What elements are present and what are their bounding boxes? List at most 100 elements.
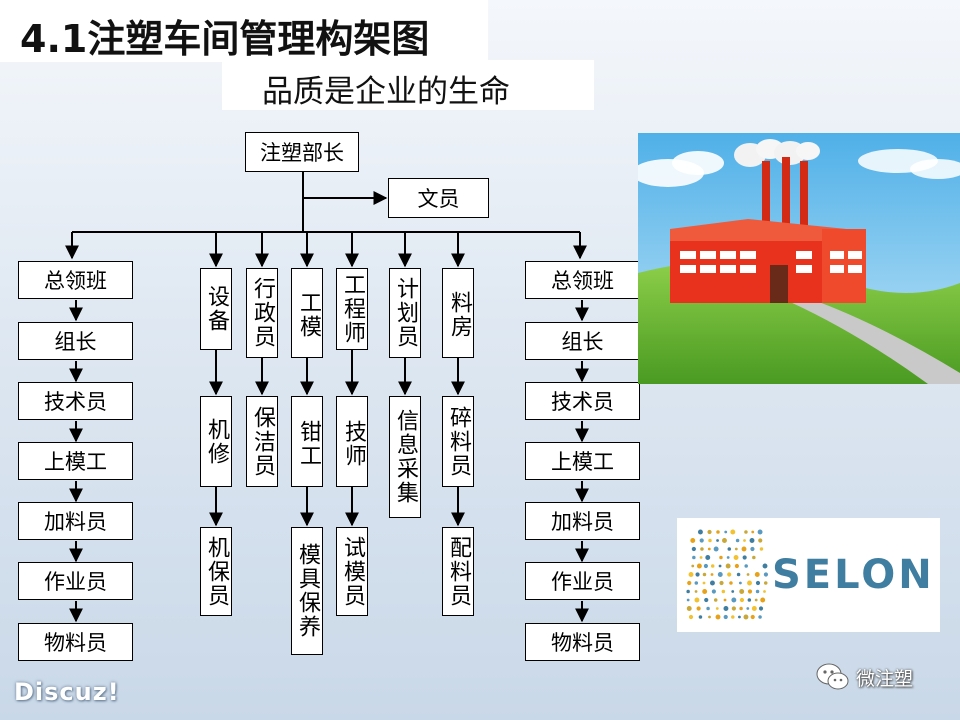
- left-node-1: 组长: [18, 322, 133, 360]
- logo-dot: [746, 573, 750, 576]
- wechat-icon: [816, 663, 849, 690]
- logo-dot: [760, 597, 766, 603]
- logo-dot: [763, 581, 768, 585]
- chimney: [782, 157, 790, 229]
- col5-node-0: 计划员: [389, 268, 421, 358]
- logo-dot: [692, 555, 696, 560]
- chimney: [762, 161, 770, 229]
- logo-dot: [744, 564, 748, 568]
- logo-dot: [754, 572, 760, 577]
- logo-dot: [730, 529, 736, 535]
- cloud: [672, 151, 724, 175]
- logo-dot: [694, 597, 700, 603]
- title-banner: 4.1注塑车间管理构架图: [0, 0, 488, 62]
- logo-dot: [746, 607, 750, 610]
- factory-illustration: [638, 133, 960, 384]
- left-node-2: 技术员: [18, 382, 133, 420]
- logo-dot: [711, 589, 716, 594]
- logo-dot: [723, 598, 727, 602]
- col1-node-2: 机保员: [200, 527, 232, 616]
- logo-dot: [723, 614, 728, 620]
- col1-node-0: 设备: [200, 268, 232, 350]
- logo-dot: [688, 614, 694, 620]
- left-node-4: 加料员: [18, 502, 133, 540]
- logo-dot: [686, 598, 690, 602]
- right-node-5: 作业员: [525, 562, 640, 600]
- logo-dot: [747, 598, 752, 602]
- logo-dot: [757, 529, 763, 535]
- logo-dot: [763, 590, 766, 593]
- logo-dot: [744, 530, 748, 534]
- logo-dot: [719, 580, 724, 586]
- col3-node-1: 钳工: [291, 396, 323, 487]
- logo-dot: [751, 530, 755, 534]
- logo-dot: [755, 580, 761, 586]
- factory-roof: [670, 219, 866, 243]
- left-node-5: 作业员: [18, 562, 133, 600]
- logo-dot: [725, 563, 731, 569]
- logo-dot: [710, 573, 714, 576]
- logo-dot: [724, 530, 728, 534]
- logo-dot: [713, 598, 718, 602]
- logo-dot: [754, 598, 758, 602]
- logo-dot: [750, 546, 755, 552]
- logo-dot: [758, 615, 762, 619]
- logo-dot: [734, 563, 740, 569]
- wechat-watermark: 微注塑: [856, 668, 914, 690]
- logo-dot: [733, 555, 739, 560]
- logo-dot: [699, 556, 703, 559]
- page-subtitle: 品质是企业的生命: [262, 74, 510, 110]
- factory-windows: [680, 251, 862, 273]
- logo-dot: [721, 589, 726, 594]
- logo-dot: [704, 597, 709, 603]
- node-head: 注塑部长: [245, 132, 359, 172]
- col4-node-1: 技师: [336, 396, 368, 487]
- logo-dot: [762, 563, 768, 569]
- logo-dot: [696, 563, 702, 569]
- logo-panel: SELON: [677, 518, 940, 632]
- logo-dot: [739, 589, 745, 594]
- logo-dot: [739, 581, 742, 585]
- logo-dot: [741, 546, 747, 552]
- logo-dot: [719, 555, 723, 560]
- col1-node-1: 机修: [200, 396, 232, 487]
- logo-dot: [713, 546, 719, 552]
- road: [788, 298, 960, 384]
- logo-dot: [752, 555, 756, 560]
- logo-dot: [763, 572, 769, 577]
- logo-dot: [691, 564, 695, 568]
- logo-dot: [731, 590, 735, 593]
- node-clerk: 文员: [388, 178, 489, 218]
- logo-dot: [727, 547, 732, 551]
- logo-dot: [755, 589, 760, 594]
- col2-node-0: 行政员: [246, 268, 278, 358]
- logo-dot: [695, 572, 700, 577]
- logo-dot: [738, 615, 741, 619]
- logo-dot: [707, 547, 711, 551]
- logo-dot: [706, 606, 710, 611]
- logo-dot: [687, 580, 692, 586]
- logo-dot: [734, 547, 738, 551]
- logo-dot: [731, 615, 735, 619]
- factory-door: [770, 265, 788, 303]
- logo-dot: [747, 580, 752, 586]
- logo-dot: [715, 614, 721, 620]
- col4-node-0: 工程师: [336, 268, 368, 350]
- col3-node-0: 工模: [291, 268, 323, 358]
- logo-dot: [686, 606, 692, 611]
- logo-dot: [747, 589, 753, 594]
- right-node-6: 物料员: [525, 623, 640, 661]
- logo-dot: [710, 564, 715, 568]
- logo-dot: [742, 555, 747, 560]
- selon-logo-text: SELON: [772, 552, 935, 598]
- logo-dot: [707, 529, 712, 535]
- logo-dot: [705, 555, 711, 560]
- logo-dot: [694, 581, 699, 585]
- logo-dot: [743, 614, 749, 620]
- right-node-3: 上模工: [525, 442, 640, 480]
- col6-node-1: 碎料员: [442, 396, 474, 487]
- logo-dot: [743, 539, 746, 542]
- logo-dot: [710, 580, 715, 586]
- logo-dot: [727, 572, 732, 577]
